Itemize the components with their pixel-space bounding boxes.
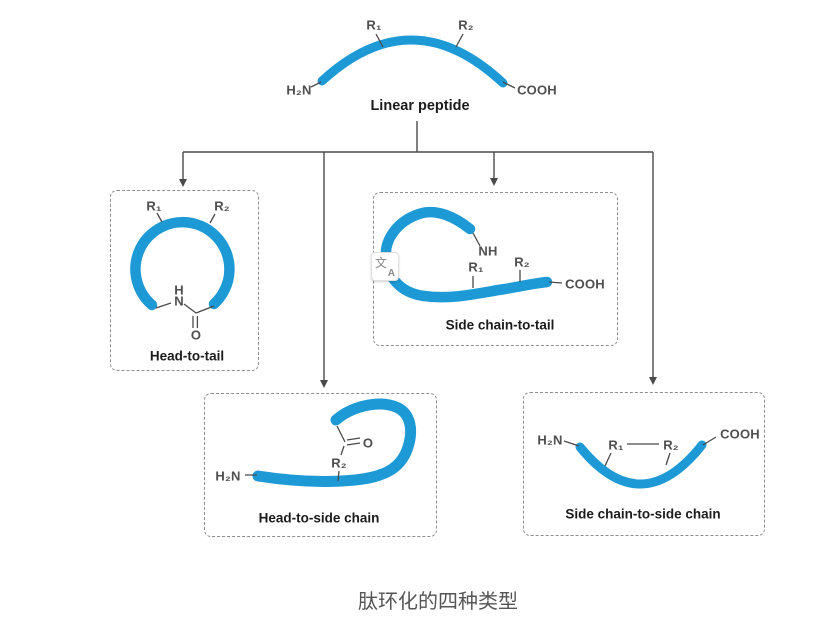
flow-connectors — [179, 121, 657, 388]
arrowhead-side-chain-to-tail — [490, 178, 498, 186]
htt-amide-n-label: N — [174, 293, 184, 309]
head-to-tail-ring — [130, 212, 235, 328]
scsc-r2-label: R₂ — [663, 437, 679, 453]
arrowhead-side-chain-to-side-chain — [649, 377, 657, 385]
sctt-nh-label: NH — [478, 243, 498, 259]
linear-r1-label: R₁ — [366, 17, 382, 33]
arrowhead-head-to-side-chain — [320, 380, 328, 388]
htsc-h2n-label: H₂N — [215, 468, 241, 484]
linear-cooh-label: COOH — [517, 82, 557, 98]
sctt-cooh-label: COOH — [565, 276, 605, 292]
arrowhead-head-to-tail — [179, 179, 187, 187]
htt-r2-label: R₂ — [214, 198, 230, 214]
htt-amide-h-label: H — [174, 282, 184, 298]
head-to-side-chain-hook — [245, 398, 417, 487]
translate-icon-zh-glyph: 文 — [375, 256, 388, 270]
head-to-tail-box — [110, 190, 259, 371]
htt-r1-label: R₁ — [146, 198, 162, 214]
side-chain-to-side-chain-arc — [563, 436, 717, 489]
scsc-cooh-label: COOH — [720, 426, 760, 442]
translate-icon-latin-glyph: A — [387, 268, 395, 279]
head-to-tail-title: Head-to-tail — [149, 348, 225, 364]
htt-carbonyl-o-label: O — [190, 327, 202, 343]
linear-h2n-label: H₂N — [286, 82, 312, 98]
scsc-h2n-label: H₂N — [537, 432, 563, 448]
head-to-side-chain-title: Head-to-side chain — [258, 510, 380, 526]
translate-icon[interactable]: 文 A — [371, 252, 399, 281]
htsc-carbonyl-o-label: O — [362, 435, 374, 451]
figure-caption: 肽环化的四种类型 — [358, 589, 518, 613]
head-to-side-chain-box — [204, 393, 437, 537]
side-chain-to-side-chain-box — [523, 392, 765, 536]
side-chain-to-side-chain-title: Side chain-to-side chain — [565, 506, 721, 522]
linear-peptide-arc — [310, 33, 516, 89]
linear-peptide-title: Linear peptide — [370, 97, 470, 114]
htsc-r2-label: R₂ — [331, 455, 347, 471]
linear-r2-label: R₂ — [458, 17, 474, 33]
sctt-r1-label: R₁ — [468, 259, 484, 275]
side-chain-to-tail-title: Side chain-to-tail — [445, 317, 555, 333]
side-chain-to-tail-loop — [380, 206, 563, 303]
scsc-r1-label: R₁ — [608, 437, 624, 453]
sctt-r2-label: R₂ — [514, 254, 530, 270]
